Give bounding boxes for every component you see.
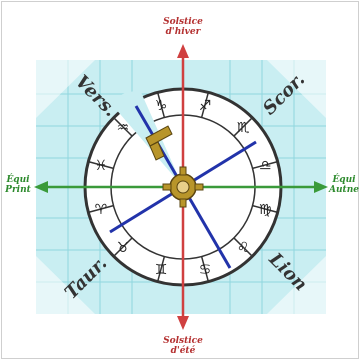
zodiac-sign-verseau: ♒ (117, 120, 130, 136)
axis-label-bottom-line1: Solstice (163, 336, 203, 346)
arrow-down-icon (177, 316, 189, 330)
zodiac-sign-taureau: ♉ (117, 240, 130, 256)
axis-label-right-line1: Équi (331, 173, 356, 185)
axis-label-top-line2: d'hiver (166, 27, 202, 37)
axis-label-bottom-line2: d'été (171, 345, 196, 356)
zodiac-sign-vierge: ♍ (259, 202, 272, 218)
axis-label-left-line2: Print (4, 185, 31, 195)
zodiac-sign-lion: ♌ (237, 240, 250, 256)
arrow-up-icon (177, 44, 189, 58)
zodiac-sign-poissons: ♓ (95, 158, 108, 174)
axis-label-right-line2: Autne (328, 185, 359, 195)
axis-label-top-line1: Solstice (163, 17, 203, 27)
zodiac-sign-balance: ♎ (259, 158, 272, 174)
zodiac-sign-gemeaux: ♊ (155, 262, 168, 278)
zodiac-sign-sagittaire: ♐ (199, 98, 212, 114)
zodiac-sign-capricorne: ♑ (155, 98, 168, 114)
zodiac-sign-belier: ♈ (95, 202, 108, 218)
zodiac-sign-cancer: ♋ (199, 262, 212, 278)
axis-label-left-line1: Équi (5, 173, 30, 185)
zodiac-sign-scorpion: ♏ (237, 120, 250, 136)
